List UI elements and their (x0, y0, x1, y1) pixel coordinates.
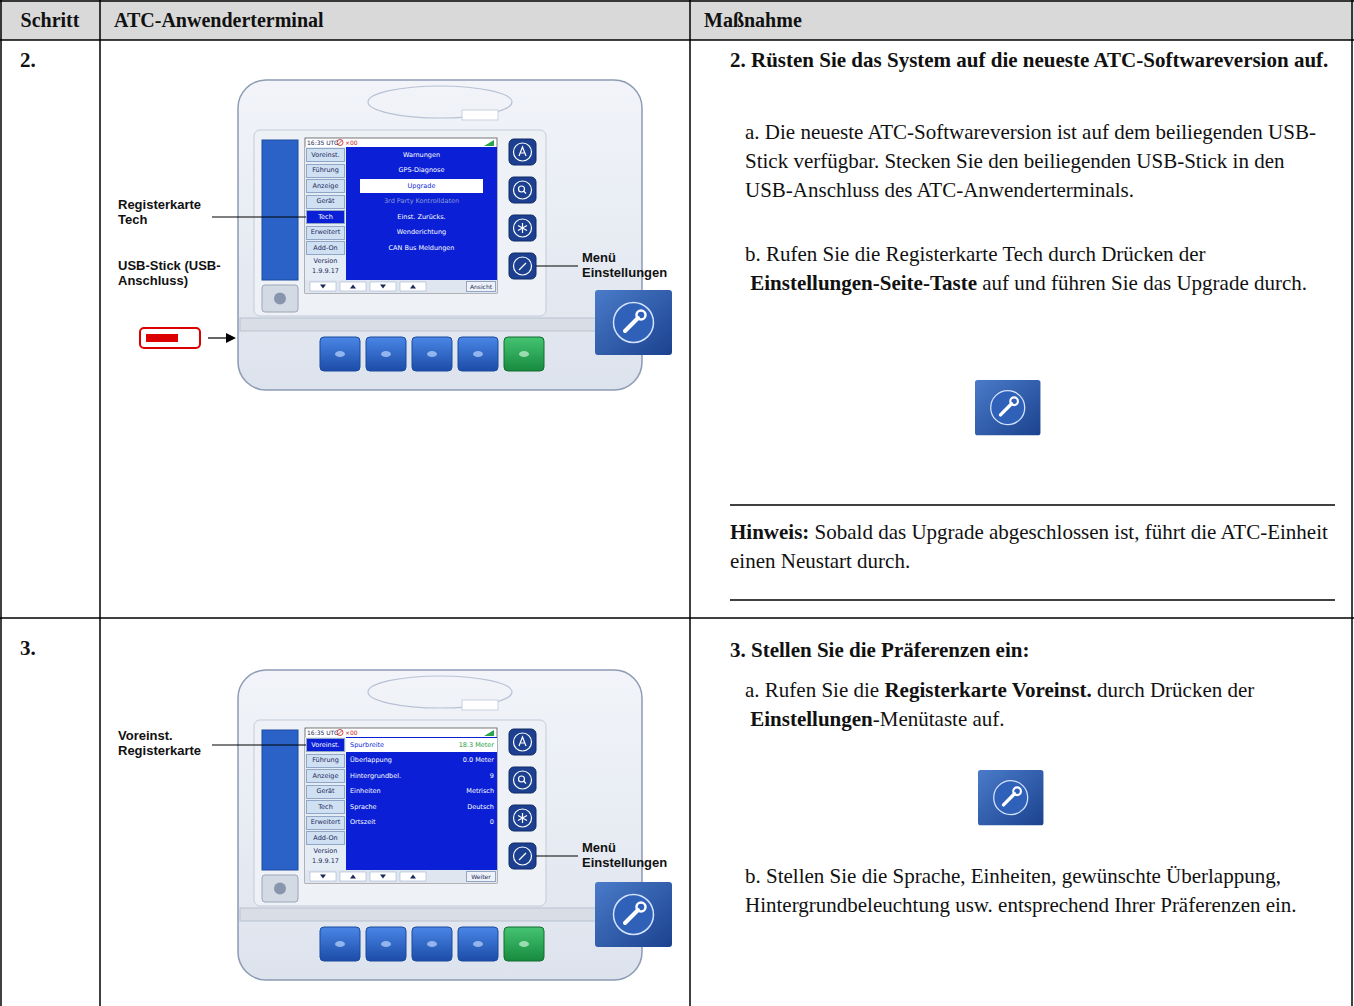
step-heading: 2. Rüsten Sie das System auf die neueste… (730, 46, 1335, 75)
step-number: 3. (20, 636, 80, 661)
rule-line (730, 505, 1335, 600)
menu-tab: Gerät (306, 195, 345, 209)
menu-item: 3rd Party Kontrolldaten (346, 195, 497, 209)
step-heading: 3. Stellen Sie die Präferenzen ein: (730, 636, 1335, 665)
version-number: 1.9.9.17 (305, 856, 346, 867)
menu-item: Wenderichtung (346, 226, 497, 240)
setting-value: Deutsch (420, 800, 494, 814)
note-label: Hinweis: (730, 520, 809, 544)
menu-tab: Tech (306, 800, 345, 814)
menu-item: Warnungen (346, 148, 497, 162)
step-number: 2. (20, 48, 80, 73)
setting-value: Metrisch (420, 785, 494, 799)
callout-label: USB-Stick (USB-Anschluss) (118, 258, 230, 288)
menu-item: Upgrade (360, 179, 483, 193)
setting-name: Überlappung (350, 754, 430, 768)
menu-tab: Erweitert (306, 816, 345, 830)
note-text: Sobald das Upgrade abgeschlossen ist, fü… (730, 520, 1328, 573)
menu-item: GPS-Diagnose (346, 164, 497, 178)
column-header: Maßnahme (690, 0, 1354, 40)
instruction-text: b. Stellen Sie die Sprache, Einheiten, g… (745, 862, 1335, 920)
instruction-text: -Menütaste auf. (873, 707, 1005, 731)
version-number: 1.9.9.17 (305, 266, 346, 277)
menu-item: Einst. Zurücks. (346, 210, 497, 224)
button-name: Einstellungen (750, 707, 873, 731)
callout-label: Menü Einstellungen (582, 840, 682, 870)
menu-tab: Erweitert (306, 226, 345, 240)
leader-line (208, 217, 578, 856)
status-count: ×00 (345, 138, 365, 147)
instruction-text: b. Rufen Sie die Registerkarte Tech durc… (745, 242, 1206, 266)
terminal-drawing (238, 80, 642, 390)
menu-tab: Add-On (306, 241, 345, 255)
terminal-drawing (238, 670, 642, 980)
softkey-label: Ansicht (466, 281, 496, 292)
setting-name: Ortszeit (350, 816, 430, 830)
instruction-text: auf und führen Sie das Upgrade durch. (982, 271, 1307, 295)
version-label: Version (305, 847, 346, 856)
instruction-text: a. Rufen Sie die (745, 678, 879, 702)
paragraph: Hinweis:Sobald das Upgrade abgeschlossen… (730, 518, 1335, 576)
setting-value: 9 (420, 769, 494, 783)
column-header: ATC-Anwenderterminal (100, 0, 690, 40)
usb-stick (140, 328, 200, 348)
instruction-text: durch Drücken der (1097, 678, 1254, 702)
settings-icon (978, 770, 1043, 825)
instruction-text: a. Die neueste ATC-Softwareversion ist a… (745, 118, 1335, 205)
settings-icon (595, 882, 672, 947)
selected-row (346, 738, 497, 752)
menu-tab: Add-On (306, 831, 345, 845)
status-time: 16:35 UTC (307, 728, 337, 737)
setting-name: Hintergrundbel. (350, 769, 430, 783)
paragraph: b. Rufen Sie die Registerkarte Tech durc… (745, 240, 1335, 298)
setting-name: Einheiten (350, 785, 430, 799)
menu-tab: Anzeige (306, 769, 345, 783)
menu-tab: Gerät (306, 785, 345, 799)
column-header: Schritt (0, 0, 100, 40)
callout-label: Voreinst. Registerkarte (118, 728, 228, 758)
setting-name: Sprache (350, 800, 430, 814)
status-count: ×00 (345, 728, 365, 737)
menu-tab: Führung (306, 164, 345, 178)
version-label: Version (305, 257, 346, 266)
setting-value: 0 (420, 816, 494, 830)
menu-tab: Voreinst. (306, 738, 345, 752)
settings-icon (975, 380, 1040, 435)
button-name: Einstellungen-Seite-Taste (750, 271, 977, 295)
menu-tab: Tech (306, 210, 345, 224)
setting-value: 0.0 Meter (420, 754, 494, 768)
paragraph: a. Rufen Sie dieRegisterkarte Voreinst.d… (745, 676, 1335, 734)
menu-tab: Anzeige (306, 179, 345, 193)
status-time: 16:35 UTC (307, 138, 337, 147)
callout-label: Menü Einstellungen (582, 250, 682, 280)
settings-icon (595, 290, 672, 355)
softkey-label: Weiter (466, 871, 496, 882)
tab-name: Registerkarte Voreinst. (884, 678, 1091, 702)
menu-tab: Führung (306, 754, 345, 768)
header-band (0, 0, 1354, 40)
setting-name: Spurbreite (350, 738, 430, 752)
setting-value: 18.3 Meter (420, 738, 494, 752)
callout-label: Registerkarte Tech (118, 197, 228, 227)
menu-item: CAN Bus Meldungen (346, 241, 497, 255)
menu-tab: Voreinst. (306, 148, 345, 162)
arrow-head (226, 333, 236, 343)
